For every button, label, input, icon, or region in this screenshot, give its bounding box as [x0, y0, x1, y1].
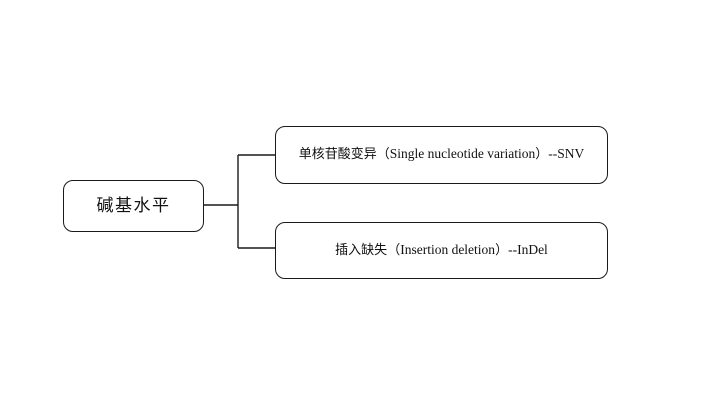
node-base-level-label: 碱基水平: [96, 195, 171, 216]
node-indel-close-paren: ）: [495, 242, 509, 258]
node-snv-close-paren: ）: [535, 147, 549, 163]
node-snv-abbreviation: --SNV: [548, 146, 585, 162]
node-snv-cjk-term: 单核苷酸变异: [298, 147, 377, 163]
node-snv-english-term: Single nucleotide variation: [389, 146, 536, 162]
node-base-level[interactable]: 碱基水平: [63, 180, 204, 232]
node-indel[interactable]: 插入缺失（Insertion deletion）--InDel: [275, 222, 608, 279]
node-snv-label: 单核苷酸变异（Single nucleotide variation）--SNV: [299, 146, 585, 163]
node-snv-open-paren: （: [376, 147, 390, 163]
node-indel-label: 插入缺失（Insertion deletion）--InDel: [335, 242, 548, 259]
node-snv[interactable]: 单核苷酸变异（Single nucleotide variation）--SNV: [275, 126, 608, 184]
node-indel-open-paren: （: [387, 242, 401, 258]
node-indel-abbreviation: --InDel: [508, 241, 548, 257]
node-indel-cjk-term: 插入缺失: [335, 242, 388, 258]
node-indel-english-term: Insertion deletion: [400, 241, 496, 257]
